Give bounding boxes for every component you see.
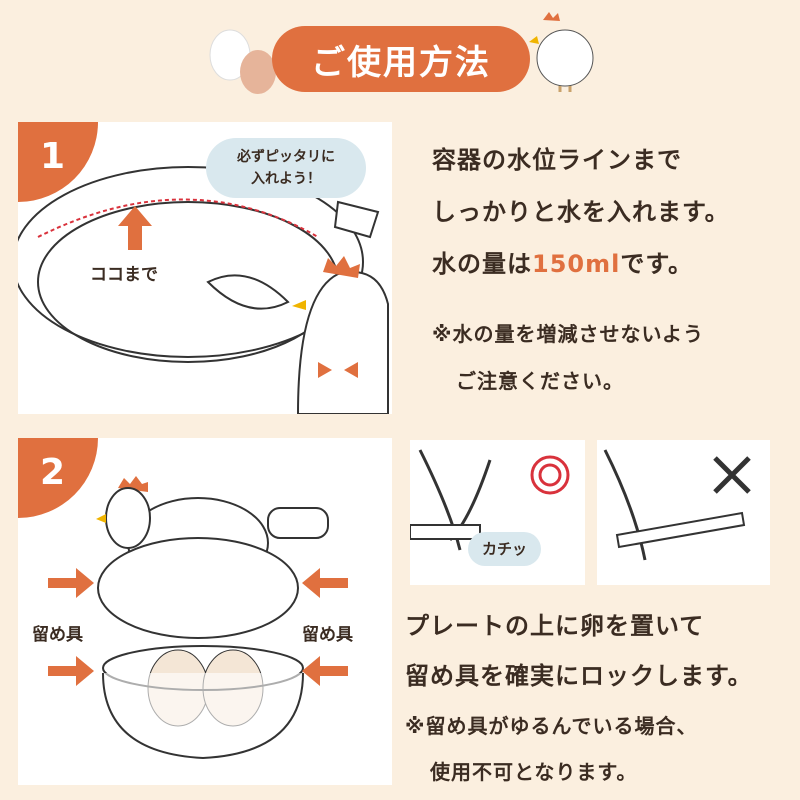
chicken-icon bbox=[529, 12, 594, 92]
step2-illustration: 2 留め具 留め具 bbox=[18, 438, 392, 785]
step2-text-line1: プレートの上に卵を置いて bbox=[405, 612, 705, 640]
step2-note-line1: ※留め具がゆるんでいる場合、 bbox=[405, 714, 698, 738]
clip-label-left: 留め具 bbox=[32, 625, 83, 645]
incorrect-lock-example bbox=[597, 440, 770, 585]
step1-note-line1: ※水の量を増減させないよう bbox=[432, 322, 705, 346]
pot-water-line-illustration bbox=[18, 166, 389, 414]
unlocked-clip-illustration bbox=[603, 449, 751, 561]
correct-lock-example: カチッ bbox=[410, 440, 585, 585]
step1-text-line1: 容器の水位ラインまで bbox=[432, 146, 682, 174]
step1-illustration: 1 必ずピッタリに 入れよう！ ココまで bbox=[18, 122, 392, 414]
bubble-text: 必ずピッタリに bbox=[237, 149, 335, 165]
speech-bubble: 必ずピッタリに 入れよう！ bbox=[206, 138, 366, 198]
text: 水の量は bbox=[432, 250, 532, 278]
water-line-label: ココまで bbox=[90, 265, 158, 285]
click-bubble: カチッ bbox=[468, 532, 542, 566]
text: です。 bbox=[620, 250, 693, 278]
step-number-2: 2 bbox=[18, 438, 98, 518]
step1-text-line3: 水の量は150mlです。 bbox=[432, 244, 693, 279]
step1-note-line2: ご注意ください。 bbox=[456, 369, 624, 393]
step1-text-line2: しっかりと水を入れます。 bbox=[432, 198, 730, 226]
page-title: ご使用方法 bbox=[272, 26, 530, 92]
step2-text-line2: 留め具を確実にロックします。 bbox=[405, 662, 753, 690]
clip-label-right: 留め具 bbox=[302, 625, 353, 645]
eggs-icon bbox=[209, 29, 276, 94]
plate-lock-illustration bbox=[48, 476, 348, 760]
step2-note-line2: 使用不可となります。 bbox=[430, 760, 638, 784]
bubble-text: 入れよう！ bbox=[251, 171, 321, 187]
water-amount: 150ml bbox=[532, 250, 621, 278]
